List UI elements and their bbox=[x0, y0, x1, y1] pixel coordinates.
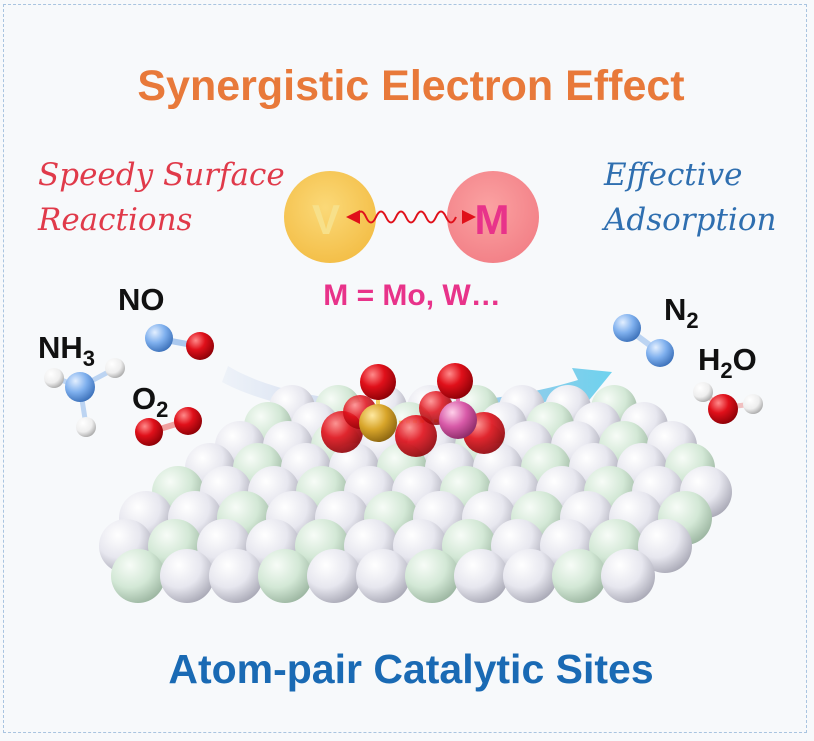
active-site-cluster bbox=[321, 363, 505, 457]
surface-atom-white bbox=[160, 549, 214, 603]
o2-label-base: O bbox=[132, 381, 156, 416]
surface-atom-white bbox=[601, 549, 655, 603]
n2-label: N2 bbox=[664, 292, 699, 333]
h2o-label-pre: H bbox=[698, 342, 720, 377]
right-label-line2: Adsorption bbox=[601, 202, 776, 238]
n2-label-sub: 2 bbox=[686, 308, 698, 333]
no-molecule bbox=[145, 324, 214, 360]
oxygen-atom bbox=[360, 364, 396, 400]
metal-note: M = Mo, W… bbox=[323, 279, 500, 312]
oxygen-atom bbox=[437, 363, 473, 399]
catalyst-surface bbox=[99, 385, 732, 603]
o2-molecule bbox=[135, 407, 202, 446]
left-label-line1: Speedy Surface bbox=[38, 157, 285, 193]
surface-atom-green bbox=[552, 549, 606, 603]
n2-label-base: N bbox=[664, 292, 686, 327]
h2o-label-sub: 2 bbox=[720, 358, 732, 383]
n2-molecule bbox=[613, 314, 674, 367]
surface-atom-green bbox=[111, 549, 165, 603]
o2-label-sub: 2 bbox=[156, 397, 168, 422]
m-label: M bbox=[475, 196, 510, 243]
surface-atom-green bbox=[258, 549, 312, 603]
v-label: V bbox=[312, 196, 340, 243]
bottom-title: Atom-pair Catalytic Sites bbox=[168, 646, 653, 692]
nh3-molecule bbox=[44, 358, 125, 437]
surface-atom-green bbox=[405, 549, 459, 603]
surface-atom-white bbox=[209, 549, 263, 603]
surface-atom-white bbox=[307, 549, 361, 603]
vanadium-atom bbox=[359, 404, 397, 442]
h2o-molecule bbox=[693, 382, 763, 424]
h2o-label: H2O bbox=[698, 342, 757, 383]
figure-frame bbox=[3, 4, 807, 733]
main-title: Synergistic Electron Effect bbox=[137, 62, 684, 110]
surface-atom-white bbox=[638, 519, 692, 573]
m-sphere bbox=[447, 171, 539, 263]
oxygen-atom bbox=[395, 415, 437, 457]
no-label: NO bbox=[118, 282, 165, 317]
left-label-line2: Reactions bbox=[37, 202, 192, 238]
o2-label: O2 bbox=[132, 381, 168, 422]
right-label-line1: Effective bbox=[603, 157, 743, 193]
h2o-label-post: O bbox=[733, 342, 757, 377]
v-sphere bbox=[284, 171, 376, 263]
nh3-label-base: NH bbox=[38, 330, 83, 365]
nh3-label: NH3 bbox=[38, 330, 95, 371]
surface-atom-white bbox=[356, 549, 410, 603]
surface-atom-white bbox=[503, 549, 557, 603]
metal-m-atom bbox=[439, 401, 477, 439]
surface-atom-white bbox=[454, 549, 508, 603]
nh3-label-sub: 3 bbox=[83, 346, 95, 371]
electron-wave-arrow-icon bbox=[346, 210, 476, 224]
